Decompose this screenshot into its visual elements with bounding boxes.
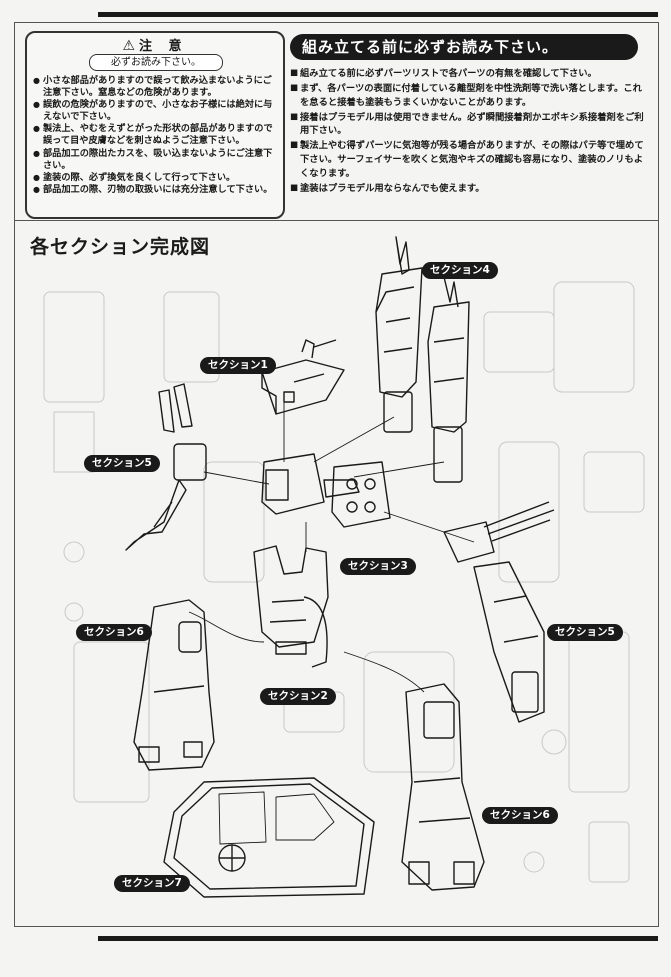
section-5-left-label: セクション5: [84, 455, 160, 472]
read-before-item: 組み立てる前に必ずパーツリストで各パーツの有無を確認して下さい。: [290, 67, 650, 81]
caution-item: 部品加工の際、刃物の取扱いには充分注意して下さい。: [33, 184, 279, 196]
caution-title: ⚠注 意: [27, 35, 283, 54]
read-before-list: 組み立てる前に必ずパーツリストで各パーツの有無を確認して下さい。 まず、各パーツ…: [290, 67, 650, 197]
bottom-rule: [98, 936, 658, 941]
header-separator: [14, 220, 659, 221]
section-6-left-label: セクション6: [76, 624, 152, 641]
caution-item: 製法上、やむをえずとがった形状の部品がありますので誤って目や皮膚などを刺さぬよう…: [33, 123, 279, 147]
caution-title-text: 注 意: [139, 39, 188, 54]
caution-box: ⚠注 意 必ずお読み下さい。 小さな部品がありますので誤って飲み込まないようにご…: [25, 31, 285, 219]
section-4-part: [375, 236, 470, 483]
top-rule: [98, 12, 658, 17]
section-6-left-part: [133, 599, 215, 771]
section-7-label: セクション7: [114, 875, 190, 892]
page-frame: [14, 22, 659, 927]
caution-item: 小さな部品がありますので誤って飲み込まないようにご注意下さい。窒息などの危険があ…: [33, 75, 279, 99]
read-before-item: 塗装はプラモデル用ならなんでも使えます。: [290, 182, 650, 196]
caution-item: 塗装の際、必ず換気を良くして行って下さい。: [33, 172, 279, 184]
section-1-label: セクション1: [200, 357, 276, 374]
section-5-right-part: [443, 501, 555, 723]
section-2-part: [253, 545, 329, 668]
read-before-item: 接着はプラモデル用は使用できません。必ず瞬間接着剤かエポキシ系接着剤をご利用下さ…: [290, 111, 650, 138]
must-read-badge: 必ずお読み下さい。: [89, 54, 223, 71]
caution-list: 小さな部品がありますので誤って飲み込まないようにご注意下さい。窒息などの危険があ…: [33, 75, 279, 196]
read-before-item: まず、各パーツの表面に付着している離型剤を中性洗剤等で洗い落とします。これを怠る…: [290, 82, 650, 109]
read-before-header: 組み立てる前に必ずお読み下さい。: [290, 34, 638, 60]
connection-lines: [188, 402, 475, 693]
section-1-part: [261, 339, 345, 415]
section-diagram: セクション1 セクション4 セクション5 セクション3 セクション5 セクション…: [14, 222, 659, 925]
section-heading: 各セクション完成図: [30, 236, 211, 258]
section-6-right-part: [401, 683, 485, 891]
ghost-background: [43, 281, 645, 883]
assembly-illustration: [43, 236, 645, 898]
warning-icon: ⚠: [122, 38, 136, 54]
read-before-item: 製法上やむ得ずパーツに気泡等が残る場合がありますが、その際はパテ等で埋めて下さい…: [290, 139, 650, 180]
section-7-part: [163, 777, 375, 898]
section-2-label: セクション2: [260, 688, 336, 705]
section-4-label: セクション4: [422, 262, 498, 279]
section-3-part: [261, 453, 391, 528]
section-5-left-part: [125, 383, 207, 551]
section-5-right-label: セクション5: [547, 624, 623, 641]
caution-item: 誤飲の危険がありますので、小さなお子様には絶対に与えないで下さい。: [33, 99, 279, 123]
section-3-label: セクション3: [340, 558, 416, 575]
caution-item: 部品加工の際出たカスを、吸い込まないようにご注意下さい。: [33, 148, 279, 172]
section-6-right-label: セクション6: [482, 807, 558, 824]
